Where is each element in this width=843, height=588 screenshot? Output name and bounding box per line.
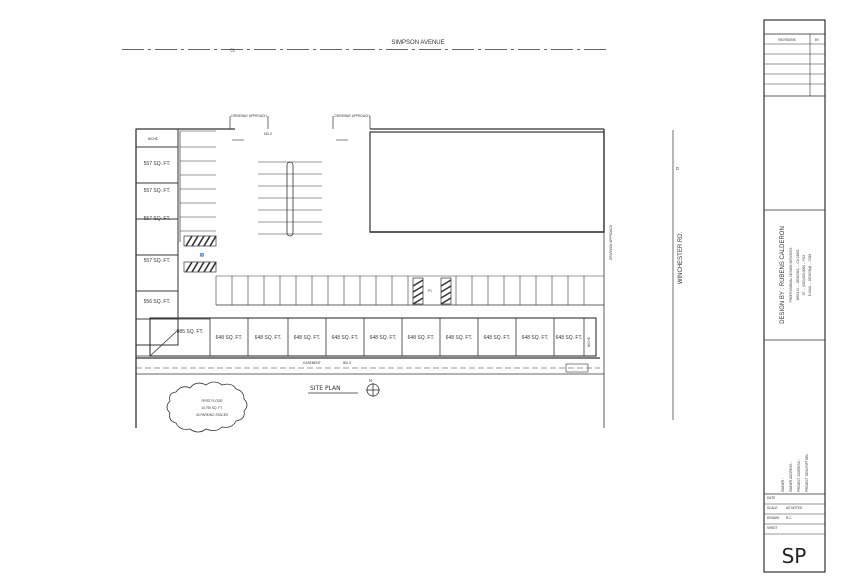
south-unit-label: 648 SQ. FT. [446,335,473,341]
title-field-label: DATE [767,496,775,500]
parking-row-west: ♿ [179,130,217,273]
designer-address-line: E-MAIL ... DESIGN@ ... COM [808,254,812,297]
driveway-approach-left: DRIVEWAY APPROACH [229,114,269,129]
south-unit-label: 648 SQ. FT. [556,335,583,341]
west-unit-label: 557 SQ. FT. [144,216,171,222]
setback-dimension: 150.0' [264,132,273,136]
sheet-id: SP [782,544,807,568]
street-name-east: WINCHESTER RD. [678,232,684,285]
north-arrow-icon: N [366,378,380,397]
simpson-avenue: CL SIMPSON AVENUE [122,40,610,53]
west-unit [135,290,179,320]
driveway-label-east: DRIVEWAY APPROACH [609,224,613,260]
designer-address-line: ST ... (000) 000-0000 ... FAX [802,254,806,296]
south-unit-label: 648 SQ. FT. [370,335,397,341]
revisions-by-header: BY [815,38,820,42]
project-info-line: OWNER ADDRESS : [789,462,793,492]
project-info-line: PROJECT DESCRIPTION : [805,453,809,492]
parking-island [258,161,322,237]
frontage-dimension: 300.0' [343,361,352,365]
south-unit-label: 648 SQ. FT. [484,335,511,341]
west-unit-label: NICHE [148,137,158,141]
designer-services: PROFESSIONAL DESIGN SERVICES [789,248,793,303]
driveway-label-left: DRIVEWAY APPROACH [231,114,267,118]
accessible-parking-label: P1 [428,289,432,293]
summary-line: 43 PARKING STACES [196,413,228,417]
property-lines [135,128,674,428]
south-unit-label: 648 SQ. FT. [332,335,359,341]
south-unit-label: 648 SQ. FT. [408,335,435,341]
west-unit-label: 557 SQ. FT. [144,161,171,167]
title-field-value: R.C. [786,516,792,520]
south-unit-label: 648 SQ. FT. [294,335,321,341]
title-field-value: AS NOTED [786,506,803,510]
centerline-marker: CL [230,48,236,53]
driveway-approach-east: DRIVEWAY APPROACH [609,224,613,260]
south-unit-label: 648 SQ. FT. [522,335,549,341]
summary-cloud: FIRST FLOOR 10,790 SQ. FT. 43 PARKING ST… [166,381,248,433]
easement-label: EASEMENT [303,361,321,365]
south-unit-label: 648 SQ. FT. [255,335,282,341]
west-unit-label: 557 SQ. FT. [144,258,171,264]
project-info-line: PROJECT ADDRESS : [797,459,801,492]
south-unit-label: 985 SQ. FT. [177,329,204,335]
revisions-header: REVISIONS [778,38,795,42]
south-corner-label: NICHE [587,337,591,347]
driveway-approach-right: DRIVEWAY APPROACH [332,114,371,129]
west-unit-label: 556 SQ. FT. [144,299,171,305]
street-name-north: SIMPSON AVENUE [391,40,444,46]
parking-row-south: P1 [215,275,604,306]
driveway-label-right: DRIVEWAY APPROACH [334,114,370,118]
title-block: REVISIONS BY DESIGN BY : RUBENS CALDERON… [763,19,826,573]
parking-area: ♿ [179,130,613,306]
accessible-parking-label: ♿ [200,253,204,257]
title-field-label: SCALE [767,506,777,510]
title-field-label: SHEET [767,526,778,530]
designer-name: DESIGN BY : RUBENS CALDERON [780,226,786,324]
site-plan-label: SITE PLAN [310,385,341,392]
south-unit-label: 648 SQ. FT. [216,335,243,341]
project-info-line: OWNER : [781,478,785,492]
centerline-marker-east: D [676,166,679,171]
summary-line: 10,790 SQ. FT. [201,406,223,410]
south-easement: EASEMENT 300.0' [136,357,604,375]
existing-building [369,131,605,233]
south-building: 985 SQ. FT. 648 SQ. FT. 648 SQ. FT. 648 … [149,317,597,357]
west-unit-label: 557 SQ. FT. [144,188,171,194]
designer-address-line: 18521 N. ... DESIGNS, ... CA 91802 [796,249,800,300]
west-building: NICHE 557 SQ. FT. 557 SQ. FT. 557 SQ. FT… [135,128,210,357]
summary-line: FIRST FLOOR [201,399,223,403]
west-unit [135,218,179,256]
title-field-label: DRAWN [767,516,780,520]
site-plan-title: SITE PLAN N [308,378,380,397]
north-label: N [369,378,372,383]
